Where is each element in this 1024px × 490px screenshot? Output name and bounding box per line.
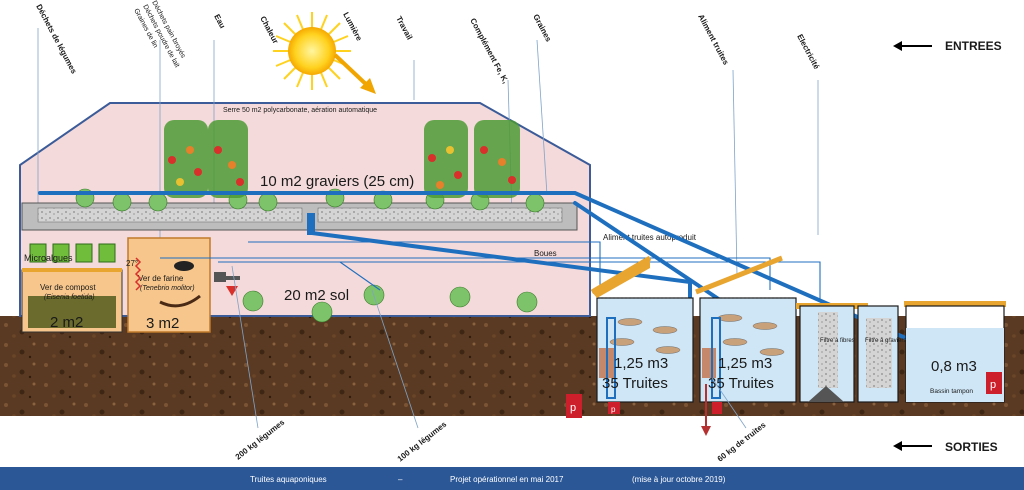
truites-output-arrowhead bbox=[701, 426, 711, 436]
tank2-pump-icon bbox=[712, 402, 722, 414]
input-aliment-truites: Aliment truites bbox=[696, 13, 730, 67]
footer-bar bbox=[0, 467, 1024, 490]
fish-tank-1 bbox=[590, 255, 694, 403]
tomato-plant bbox=[208, 120, 248, 198]
farine-area: 3 m2 bbox=[146, 315, 179, 332]
entrees-legend: ENTREES bbox=[893, 39, 1002, 53]
output-arrows bbox=[231, 265, 747, 429]
mealworm-icon bbox=[159, 294, 201, 308]
heater-coil-icon bbox=[134, 257, 142, 291]
boues-label: Boues bbox=[534, 249, 557, 258]
compost-lid bbox=[22, 268, 122, 272]
tank2-volume: 1,25 m3 bbox=[718, 355, 772, 372]
filtre-fibres-label: Filtre à fibres bbox=[820, 338, 855, 344]
temperature-label: 27° bbox=[126, 259, 138, 268]
gravel-tray-right bbox=[317, 207, 563, 223]
output-legumes-200: 200 kg légumes bbox=[234, 417, 287, 461]
footer-update: (mise à jour octobre 2019) bbox=[632, 475, 726, 484]
ver-farine-latin: (Tenebrio molitor) bbox=[140, 285, 195, 292]
filtre-fibres bbox=[796, 303, 868, 403]
lettuce-group-soil bbox=[242, 284, 538, 323]
input-chaleur: Chaleur bbox=[258, 15, 280, 46]
tank1-pump-icon bbox=[608, 402, 620, 414]
greenhouse-title: Serre 50 m2 polycarbonate, aération auto… bbox=[223, 107, 377, 114]
mealworm-box bbox=[127, 237, 211, 333]
tank1-volume: 1,25 m3 bbox=[614, 355, 668, 372]
tomato-plant bbox=[164, 120, 208, 198]
tomato-plant bbox=[424, 120, 468, 198]
input-electricite: Electricité bbox=[795, 33, 821, 71]
input-graines: Graines bbox=[531, 13, 553, 44]
tampon-label: Bassin tampon bbox=[930, 388, 973, 395]
sol-label: 20 m2 sol bbox=[284, 287, 349, 304]
sorties-legend: SORTIES bbox=[893, 440, 998, 454]
lumiere-arrow bbox=[333, 53, 372, 90]
output-legumes-100: 100 kg légumes bbox=[396, 419, 449, 463]
input-dechets-legumes: Déchets de légumes bbox=[34, 3, 79, 76]
aliment-autoproduit-label: Aliment truites autoproduit bbox=[603, 233, 697, 242]
pipe-riser bbox=[307, 213, 315, 235]
tampon-pump-label: p bbox=[990, 379, 996, 391]
input-eau: Eau bbox=[212, 13, 227, 30]
tank2-fish: 35 Truites bbox=[708, 375, 774, 392]
fish-tank-2 bbox=[695, 255, 797, 403]
gravel-tray-left bbox=[37, 207, 303, 223]
filtre-graviers bbox=[857, 305, 899, 403]
sun-icon bbox=[273, 12, 351, 90]
microalgues-tanks bbox=[29, 243, 116, 263]
input-travail: Travail bbox=[394, 15, 414, 42]
tampon-pump-icon bbox=[986, 372, 1002, 394]
tank1-pump-label: p bbox=[611, 405, 616, 414]
tap-icon bbox=[214, 272, 240, 296]
ground-pump-icon bbox=[566, 394, 582, 418]
footer-title: Truites aquaponiques bbox=[250, 475, 327, 484]
input-complement: Complément Fe, K, bbox=[468, 17, 510, 85]
ver-compost-latin: (Eisenia foetida) bbox=[44, 294, 95, 301]
entrees-label: ENTREES bbox=[945, 39, 1002, 53]
graviers-label: 10 m2 graviers (25 cm) bbox=[260, 173, 414, 190]
ver-farine-label: Ver de farine bbox=[138, 274, 184, 283]
ground-pump-label: p bbox=[570, 402, 576, 414]
tank1-fish: 35 Truites bbox=[602, 375, 668, 392]
tomato-plant bbox=[474, 120, 520, 198]
tampon-volume: 0,8 m3 bbox=[931, 358, 977, 375]
sorties-label: SORTIES bbox=[945, 440, 998, 454]
lumiere-arrowhead bbox=[360, 78, 376, 94]
microalgues-label: Microalgues bbox=[24, 253, 73, 263]
compost-area: 2 m2 bbox=[50, 314, 83, 331]
footer-project: Projet opérationnel en mai 2017 bbox=[450, 475, 564, 484]
output-truites-60: 60 kg de truites bbox=[716, 420, 768, 464]
beetle-icon bbox=[174, 261, 194, 271]
compost-substrate bbox=[28, 296, 116, 328]
footer-dash: – bbox=[398, 475, 403, 484]
filtre-graviers-label: Filtre à graviers fins bbox=[865, 338, 917, 344]
ver-compost-label: Ver de compost bbox=[40, 283, 96, 292]
